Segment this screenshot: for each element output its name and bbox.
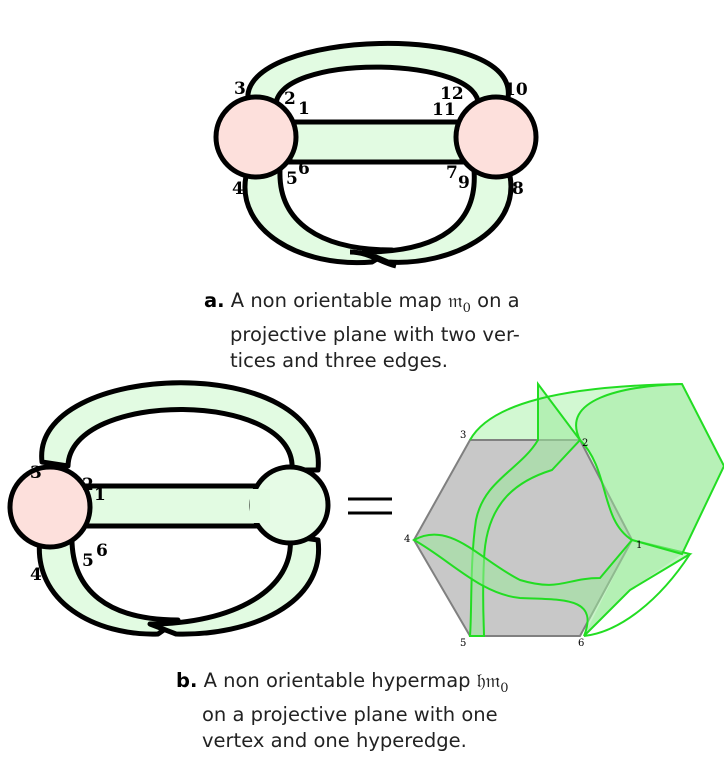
- vertex: [7, 464, 93, 550]
- hb-ribbon-middle: [79, 483, 265, 529]
- hb-label-6: 6: [96, 541, 108, 561]
- caption-a: a. A non orientable map 𝔪0 on a projecti…: [204, 288, 530, 374]
- ribbon-middle: [287, 119, 465, 165]
- label-2: 2: [284, 89, 296, 109]
- green-strip-horizontal: [411, 533, 693, 637]
- hb-label-2: 2: [82, 475, 94, 495]
- figure-b-hypermap: 1 2 3 4 5 6: [7, 380, 331, 637]
- caption-b-tag: b.: [176, 669, 198, 692]
- label-8: 8: [512, 179, 524, 199]
- hex-label-4: 4: [404, 534, 410, 545]
- caption-b: b. A non orientable hypermap 𝔥𝔪0 on a pr…: [176, 668, 536, 754]
- figure-a-map: 1 2 3 4 5 6 7 8 9 10 11 12: [213, 40, 539, 269]
- equals-sign: [348, 497, 392, 515]
- caption-a-symbol: 𝔪: [448, 289, 463, 312]
- hb-label-4: 4: [30, 565, 42, 585]
- hb-ribbon-lower-right: [147, 533, 322, 637]
- hex-label-5: 5: [460, 638, 466, 649]
- label-4: 4: [232, 179, 244, 199]
- label-6: 6: [298, 159, 310, 179]
- hb-label-5: 5: [82, 551, 94, 571]
- hexagon-surface: 1 2 3 4 5 6: [404, 381, 724, 649]
- label-5: 5: [286, 169, 298, 189]
- caption-b-line2: on a projective plane with one: [202, 702, 498, 726]
- caption-a-line3: tices and three edges.: [230, 348, 448, 372]
- caption-b-line3: vertex and one hyperedge.: [202, 728, 467, 752]
- label-11: 11: [432, 100, 456, 120]
- label-1: 1: [298, 99, 310, 119]
- label-7: 7: [446, 163, 458, 183]
- ribbon-lower-left: [242, 167, 395, 266]
- green-flap-bottom: [583, 553, 691, 637]
- vertex-left: [213, 94, 299, 180]
- hb-label-1: 1: [94, 485, 106, 505]
- hb-label-3: 3: [30, 463, 42, 483]
- green-flap-top: [469, 383, 683, 441]
- hex-label-2: 2: [582, 438, 588, 449]
- hex-label-3: 3: [460, 430, 466, 441]
- hb-ribbon-outer-top: [39, 380, 321, 473]
- label-10: 10: [504, 80, 528, 100]
- caption-a-line2: projective plane with two ver-: [230, 322, 520, 346]
- vertex-right: [453, 94, 539, 180]
- label-12: 12: [440, 84, 464, 104]
- hex-label-1: 1: [636, 540, 642, 551]
- hb-ribbon-lower-left: [36, 531, 181, 637]
- caption-b-symbol: 𝔥𝔪: [476, 669, 501, 692]
- label-3: 3: [234, 79, 246, 99]
- green-strip-vertical: [468, 381, 582, 637]
- hyperedge-joint: [250, 489, 270, 523]
- label-9: 9: [458, 173, 470, 193]
- caption-b-line1: b. A non orientable hypermap 𝔥𝔪0: [176, 669, 509, 696]
- green-flap-right: [575, 382, 724, 556]
- hex-label-6: 6: [578, 638, 584, 649]
- caption-a-line1: a. A non orientable map 𝔪0 on a: [204, 289, 520, 316]
- caption-a-tag: a.: [204, 289, 225, 312]
- ribbon-twist: [349, 249, 397, 269]
